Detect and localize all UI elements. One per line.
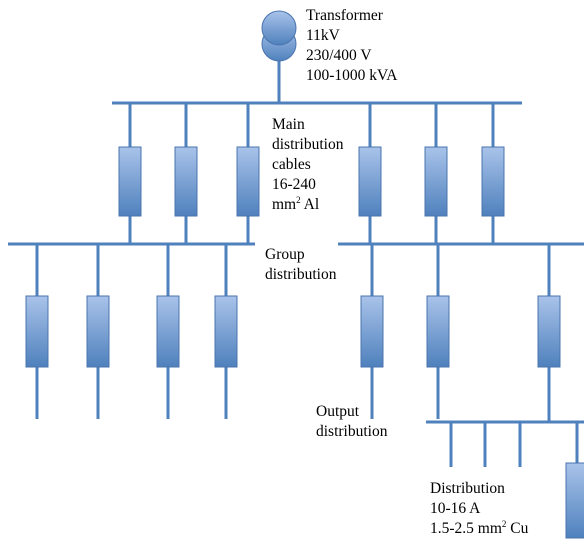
main-cables-material-name: Al — [300, 196, 320, 213]
final-distribution-label: Distribution 10-16 A 1.5-2.5 mm2 Cu — [430, 479, 528, 539]
main-cable-fuse — [174, 146, 198, 217]
group-feeder-fuse — [214, 295, 238, 368]
main-cables-line: distribution — [272, 136, 344, 153]
output-feeder-fuse — [565, 462, 584, 539]
main-cable-fuse — [481, 146, 505, 217]
group-distribution-label: Group distribution — [265, 245, 336, 285]
main-cable-fuse — [358, 146, 382, 217]
main-cable-fuse — [236, 146, 260, 217]
output-distribution-line: distribution — [316, 423, 388, 440]
final-distribution-current-rating: 10-16 A — [430, 500, 481, 517]
group-feeder-fuse — [156, 295, 180, 368]
final-distribution-size: 1.5-2.5 mm — [430, 520, 502, 537]
group-distribution-line: Group — [265, 246, 305, 263]
transformer-icon — [261, 10, 297, 62]
final-distribution-material: Cu — [506, 520, 529, 537]
transformer-voltage-secondary: 230/400 V — [306, 47, 372, 64]
transformer-label-line: Transformer — [306, 7, 383, 24]
main-cable-fuse — [424, 146, 448, 217]
group-feeder-fuse — [86, 295, 110, 368]
main-cables-line: Main — [272, 116, 305, 133]
main-cables-unit-exponent: 2 — [296, 195, 301, 205]
output-distribution-label: Output distribution — [316, 402, 387, 442]
main-cables-line: cables — [272, 156, 311, 173]
main-cable-fuse — [118, 146, 142, 217]
main-cables-material: mm2 Al — [272, 195, 343, 215]
final-distribution-conductor: 1.5-2.5 mm2 Cu — [430, 519, 528, 539]
final-distribution-unit-exponent: 2 — [501, 519, 507, 529]
transformer-voltage-primary: 11kV — [306, 27, 340, 44]
main-distribution-cables-label: Main distribution cables 16-240 mm2 Al — [272, 115, 343, 215]
group-distribution-line: distribution — [265, 266, 337, 283]
transformer-power-rating: 100-1000 kVA — [306, 67, 398, 84]
group-feeder-fuse — [360, 295, 384, 368]
final-distribution-line: Distribution — [430, 480, 505, 497]
group-feeder-fuse — [537, 295, 561, 368]
group-feeder-fuse — [25, 295, 49, 368]
main-cables-size-range: 16-240 — [272, 176, 316, 193]
main-cables-unit: mm — [272, 196, 297, 213]
output-distribution-line: Output — [316, 403, 360, 420]
transformer-label: Transformer 11kV 230/400 V 100-1000 kVA — [306, 6, 397, 86]
group-feeder-fuse — [426, 295, 450, 368]
